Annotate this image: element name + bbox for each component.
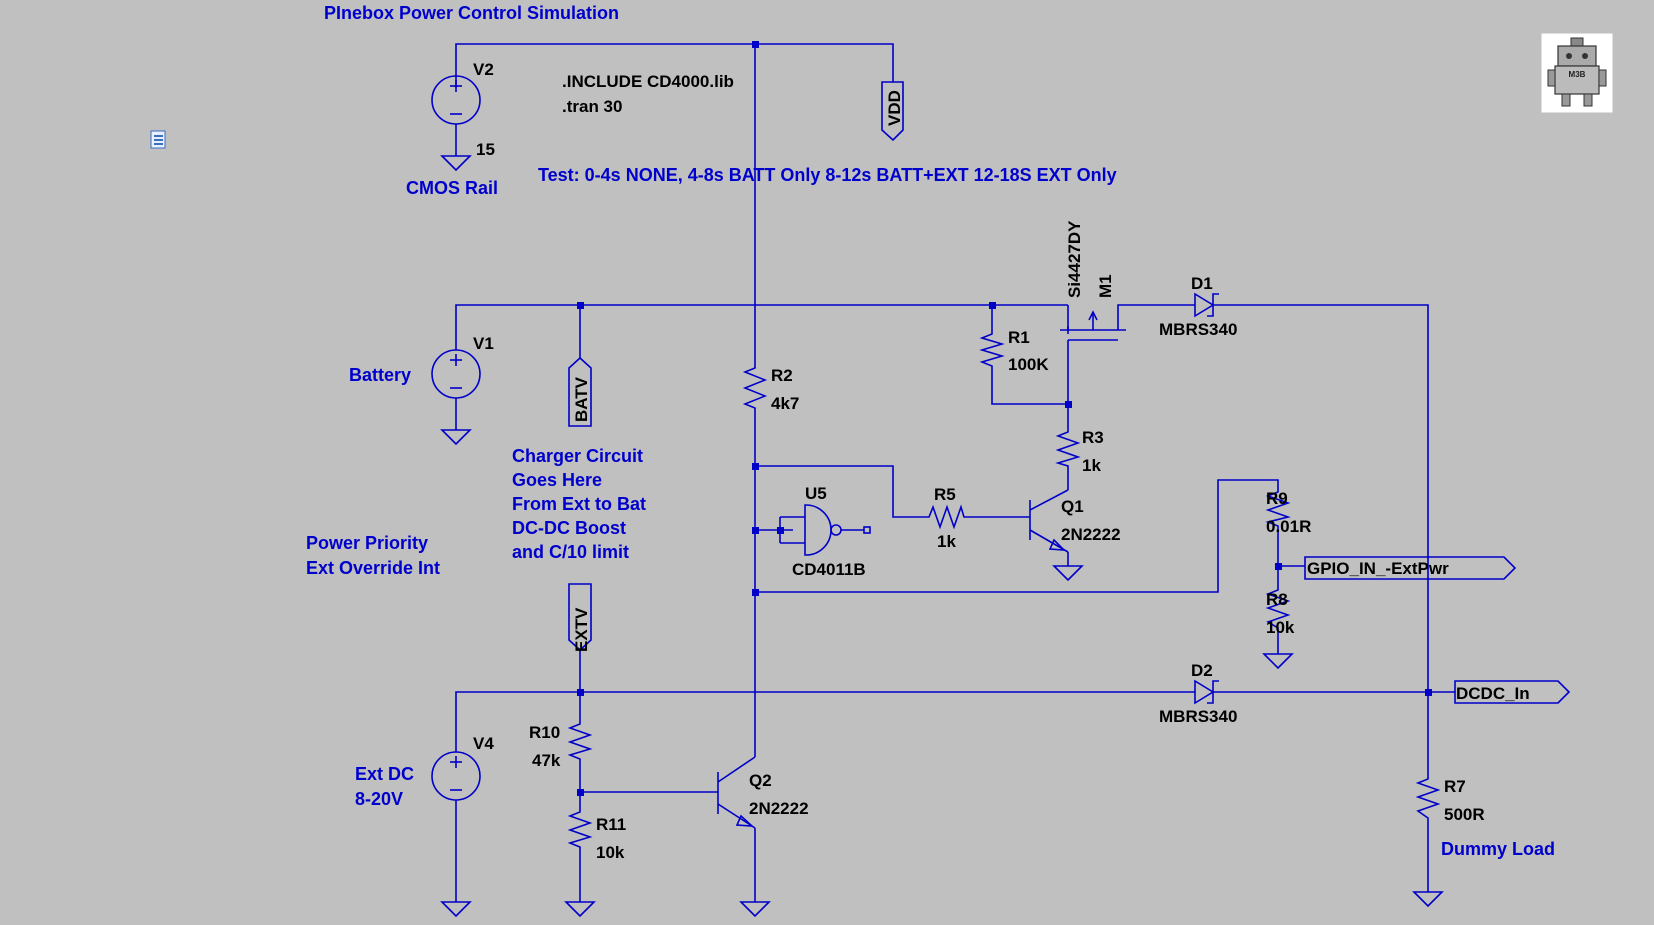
- charger-comment-line-2: Goes Here: [512, 470, 602, 490]
- r7-resistor-symbol[interactable]: [1415, 775, 1441, 825]
- ext-dc-caption: Ext DC: [355, 764, 414, 784]
- r10-value-label: 47k: [532, 751, 561, 770]
- junctions: [577, 41, 1432, 796]
- m1-name-label: M1: [1096, 274, 1115, 298]
- r3-value-label: 1k: [1082, 456, 1101, 475]
- r8-value-label: 10k: [1266, 618, 1295, 637]
- d2-diode-symbol[interactable]: [1194, 679, 1219, 705]
- document-icon[interactable]: [150, 130, 166, 149]
- priority-comment-line-2: Ext Override Int: [306, 558, 440, 578]
- r1-resistor-symbol[interactable]: [979, 330, 1005, 372]
- u5-model-label: CD4011B: [792, 560, 866, 579]
- charger-comment-line-5: and C/10 limit: [512, 542, 629, 562]
- charger-comment-line-3: From Ext to Bat: [512, 494, 646, 514]
- dcdc-net-flag[interactable]: [1454, 680, 1571, 704]
- ground-symbols: [440, 155, 1444, 918]
- r9-name-label: R9: [1266, 489, 1288, 508]
- v4-name-label: V4: [473, 734, 494, 753]
- v2-value-label: 15: [476, 140, 495, 159]
- q2-model-label: 2N2222: [749, 799, 809, 818]
- r5-value-label: 1k: [937, 532, 956, 551]
- u5-name-label: U5: [805, 484, 827, 503]
- charger-comment-line-1: Charger Circuit: [512, 446, 643, 466]
- include-directive[interactable]: .INCLUDE CD4000.lib: [562, 72, 734, 91]
- tran-directive[interactable]: .tran 30: [562, 97, 622, 116]
- vdd-net-flag[interactable]: [881, 81, 904, 142]
- schematic-title: PInebox Power Control Simulation: [324, 3, 619, 23]
- gpio-net-flag[interactable]: [1304, 556, 1517, 580]
- d2-model-label: MBRS340: [1159, 707, 1237, 726]
- v4-source-symbol[interactable]: [431, 751, 481, 801]
- q2-transistor-symbol[interactable]: [717, 756, 756, 838]
- q1-transistor-symbol[interactable]: [1029, 489, 1069, 553]
- d1-model-label: MBRS340: [1159, 320, 1237, 339]
- batv-net-label: BATV: [572, 376, 591, 422]
- r11-resistor-symbol[interactable]: [567, 808, 593, 850]
- d2-name-label: D2: [1191, 661, 1213, 680]
- extv-net-flag[interactable]: [568, 583, 592, 652]
- r10-name-label: R10: [529, 723, 560, 742]
- charger-comment-line-4: DC-DC Boost: [512, 518, 626, 538]
- m1-model-label: Si4427DY: [1065, 220, 1084, 298]
- logo-text: M3B: [1569, 70, 1586, 79]
- q1-name-label: Q1: [1061, 497, 1084, 516]
- battery-caption: Battery: [349, 365, 411, 385]
- r8-name-label: R8: [1266, 590, 1288, 609]
- q1-model-label: 2N2222: [1061, 525, 1121, 544]
- u5-nand-gate-symbol[interactable]: [779, 504, 871, 556]
- robot-logo: M3B: [1541, 33, 1613, 113]
- wires: [455, 43, 1455, 902]
- r5-name-label: R5: [934, 485, 956, 504]
- r7-value-label: 500R: [1444, 805, 1485, 824]
- r11-value-label: 10k: [596, 843, 625, 862]
- priority-comment-line-1: Power Priority: [306, 533, 428, 553]
- r1-name-label: R1: [1008, 328, 1030, 347]
- r8-resistor-symbol[interactable]: [1265, 586, 1291, 638]
- r11-name-label: R11: [596, 815, 626, 834]
- cmos-rail-caption: CMOS Rail: [406, 178, 498, 198]
- r5-resistor-symbol[interactable]: [925, 504, 968, 530]
- gpio-net-label: GPIO_IN_-ExtPwr: [1307, 559, 1449, 578]
- v2-source-symbol[interactable]: [431, 75, 481, 125]
- v1-source-symbol[interactable]: [431, 349, 481, 399]
- r9-value-label: 0.01R: [1266, 517, 1311, 536]
- r1-value-label: 100K: [1008, 355, 1049, 374]
- dummy-load-comment: Dummy Load: [1441, 839, 1555, 859]
- m1-mosfet-symbol[interactable]: [1060, 305, 1126, 355]
- r2-value-label: 4k7: [771, 394, 799, 413]
- r3-name-label: R3: [1082, 428, 1104, 447]
- ext-dc-range-caption: 8-20V: [355, 789, 403, 809]
- d1-name-label: D1: [1191, 274, 1213, 293]
- r7-name-label: R7: [1444, 777, 1466, 796]
- dcdc-net-label: DCDC_In: [1456, 684, 1530, 703]
- vdd-net-label: VDD: [885, 90, 904, 126]
- v2-name-label: V2: [473, 60, 494, 79]
- q2-name-label: Q2: [749, 771, 772, 790]
- r9-resistor-symbol[interactable]: [1265, 488, 1291, 528]
- batv-net-flag[interactable]: [568, 356, 592, 427]
- r10-resistor-symbol[interactable]: [567, 720, 593, 762]
- extv-net-label: EXTV: [572, 607, 591, 652]
- d1-diode-symbol[interactable]: [1194, 292, 1219, 318]
- test-note: Test: 0-4s NONE, 4-8s BATT Only 8-12s BA…: [538, 165, 1117, 185]
- r3-resistor-symbol[interactable]: [1055, 428, 1081, 468]
- v1-name-label: V1: [473, 334, 494, 353]
- r2-name-label: R2: [771, 366, 793, 385]
- r2-resistor-symbol[interactable]: [742, 364, 768, 414]
